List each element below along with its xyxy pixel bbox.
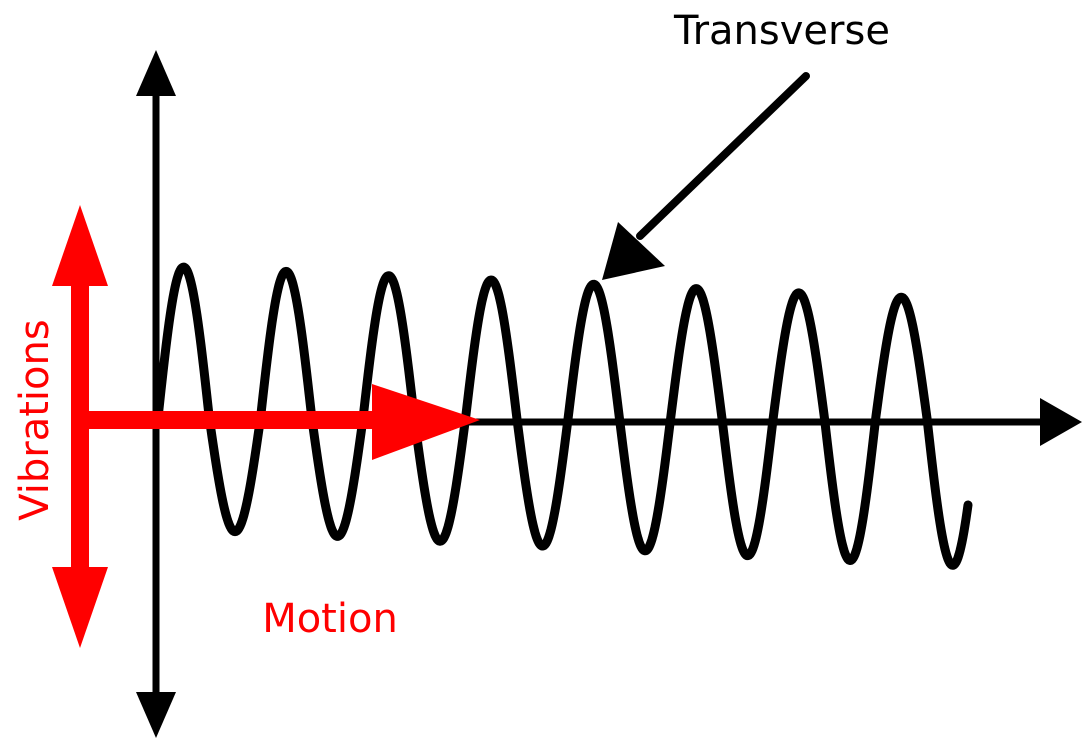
- motion-arrowhead: [372, 384, 480, 460]
- vertical-axis-up-arrowhead: [136, 50, 176, 96]
- vertical-axis: [136, 50, 176, 738]
- horizontal-axis-right-arrowhead: [1040, 398, 1082, 446]
- vibrations-up-arrowhead: [52, 205, 108, 286]
- vertical-axis-down-arrowhead: [136, 692, 176, 738]
- transverse-pointer-arrow: [602, 72, 810, 280]
- motion-label: Motion: [262, 596, 398, 642]
- transverse-label: Transverse: [673, 8, 890, 54]
- vibrations-double-arrow: [52, 205, 108, 648]
- motion-arrow: [86, 384, 480, 460]
- vibrations-label: Vibrations: [12, 319, 58, 520]
- transverse-wave: [153, 262, 973, 570]
- transverse-pointer-arrowhead: [602, 222, 665, 280]
- vibrations-down-arrowhead: [52, 567, 108, 648]
